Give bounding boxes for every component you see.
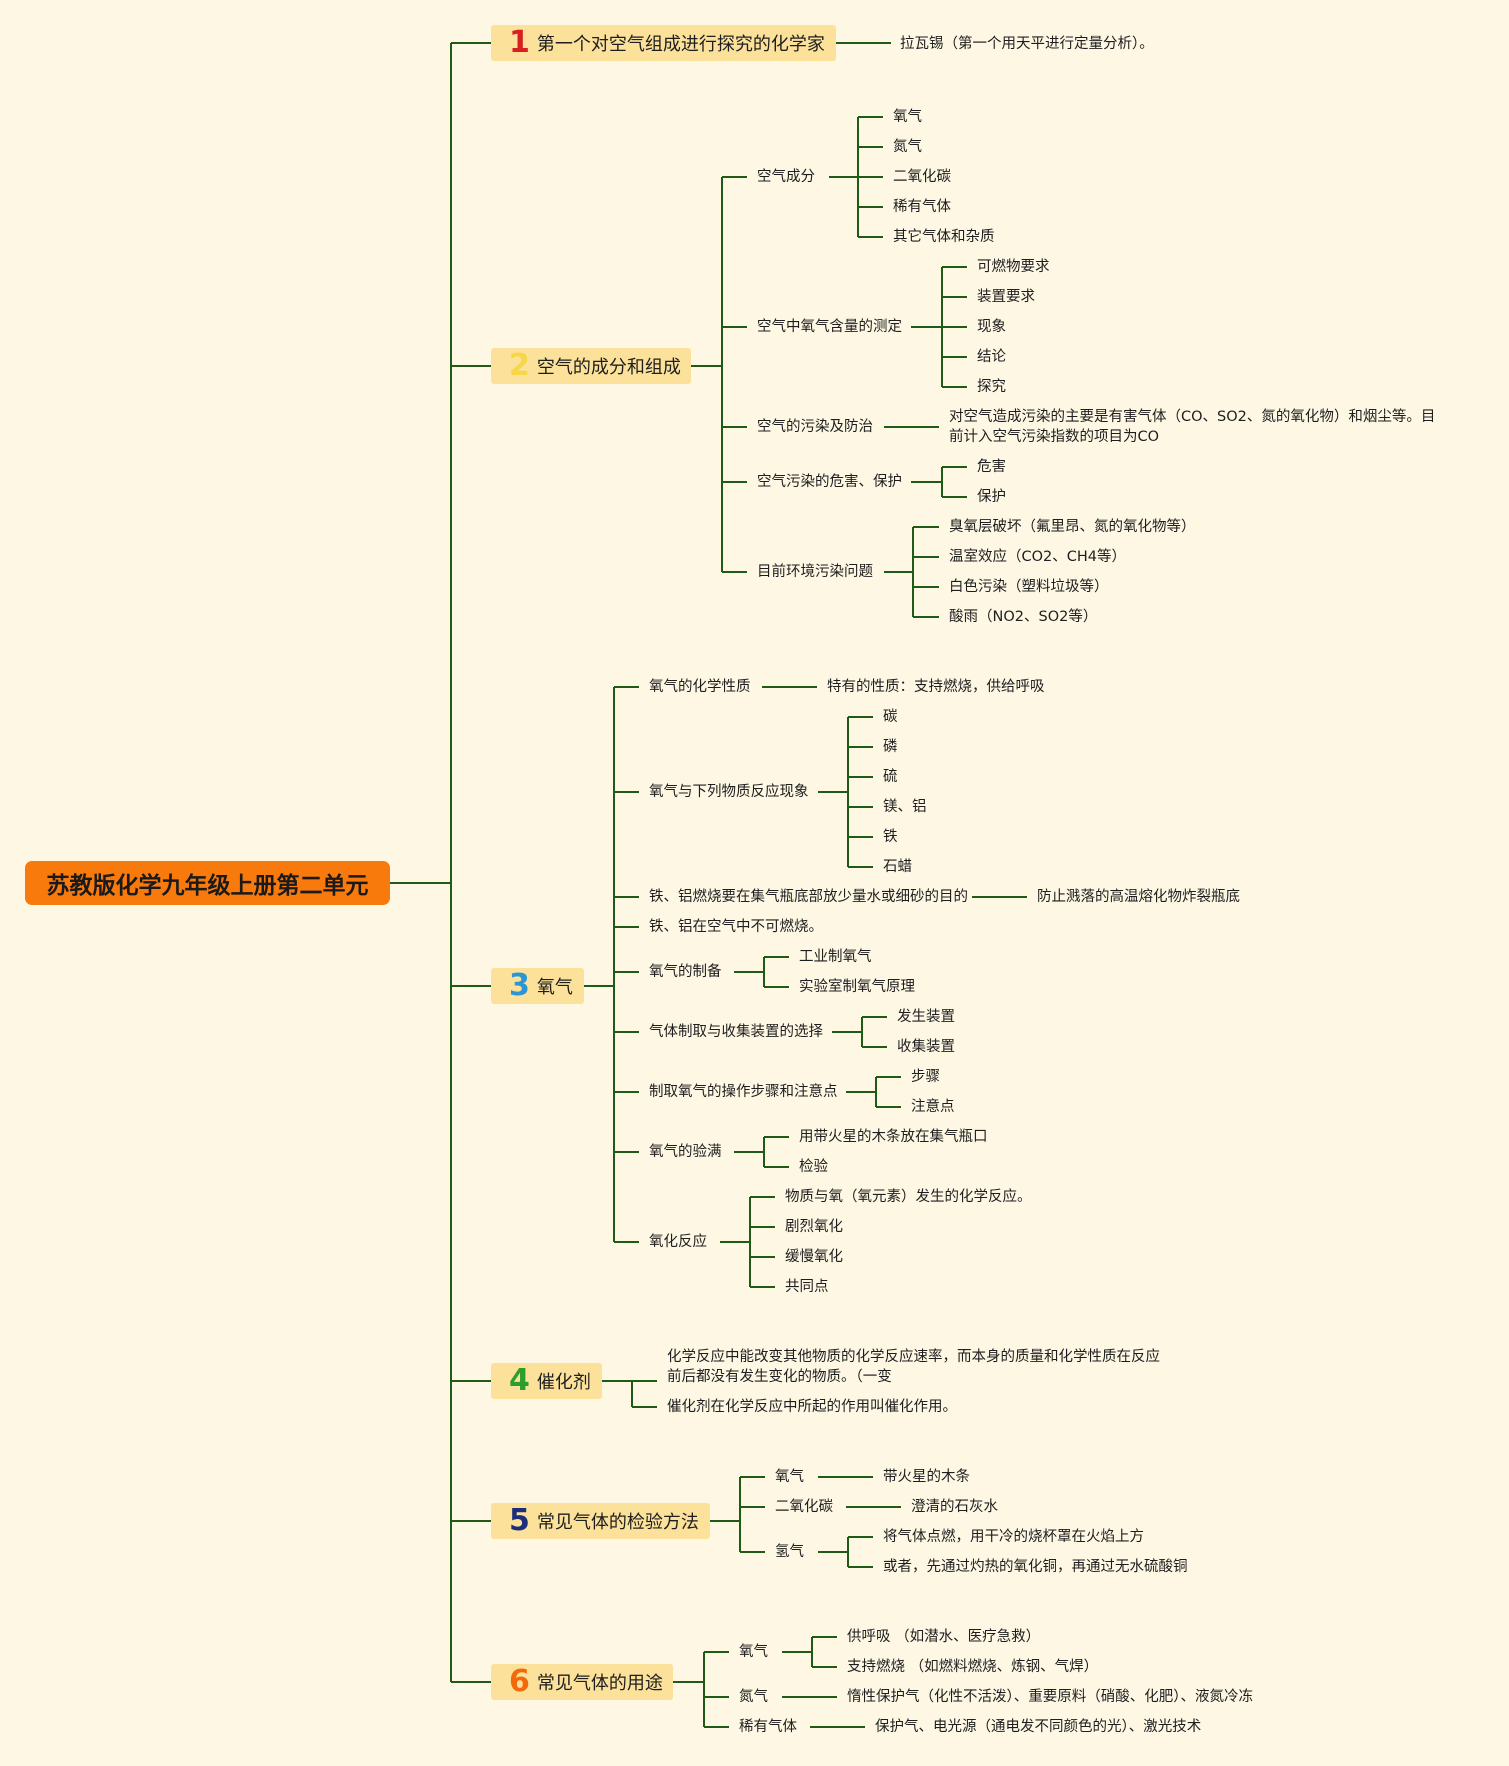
s2-e-item: 酸雨（NO2、SO2等） [949,609,1098,625]
s2-d-item: 危害 [977,459,1006,475]
root-node[interactable]: 苏教版化学九年级上册第二单元 [25,861,390,905]
s3-reaction-phenomena: 氧气与下列物质反应现象 [649,784,809,800]
s2-air-composition: 空气成分 [757,169,815,185]
s3-b-item: 硫 [883,769,898,785]
s3-b-item: 镁、铝 [883,799,927,815]
s5-hydrogen: 氢气 [775,1544,804,1560]
s4-definition: 化学反应中能改变其他物质的化学反应速率，而本身的质量和化学性质在反应前后都没有发… [667,1349,1160,1385]
s3-b-item: 磷 [883,739,898,755]
s6-c-text: 保护气、电光源（通电发不同颜色的光）、激光技术 [875,1719,1202,1735]
section-5[interactable]: 5 常见气体的检验方法 [491,1503,710,1539]
s3-chemical-properties: 氧气的化学性质 [649,679,751,695]
s5-c-item: 或者，先通过灼热的氧化铜，再通过无水硫酸铜 [883,1559,1188,1575]
s5-a-text: 带火星的木条 [883,1469,970,1485]
s2-d-item: 保护 [977,489,1006,505]
s3-full-check: 氧气的验满 [649,1144,722,1160]
s2-pollution-harm: 空气污染的危害、保护 [757,474,902,490]
s6-a-item: 供呼吸 （如潜水、医疗急救） [847,1629,1041,1645]
s3-b-item: 石蜡 [883,859,912,875]
section-3-label: 氧气 [536,977,573,998]
s2-b-item: 装置要求 [977,289,1035,305]
section-5-number: 5 [509,1503,530,1538]
s4-catalysis: 催化剂在化学反应中所起的作用叫催化作用。 [667,1399,957,1415]
s2-a-item: 二氧化碳 [893,169,951,185]
section-4-number: 4 [509,1363,530,1398]
s3-i-item: 共同点 [785,1279,829,1295]
s3-b-item: 铁 [883,829,898,845]
section-6-label: 常见气体的用途 [536,1673,663,1694]
s6-oxygen: 氧气 [739,1644,768,1660]
s3-i-item: 缓慢氧化 [785,1249,843,1265]
s3-h-item: 用带火星的木条放在集气瓶口 [799,1129,988,1145]
s5-oxygen: 氧气 [775,1469,804,1485]
s6-noble-gases: 稀有气体 [739,1719,797,1735]
s2-b-item: 探究 [977,379,1006,395]
s2-a-item: 氧气 [893,109,922,125]
s3-not-burn-in-air: 铁、铝在空气中不可燃烧。 [649,919,823,935]
section-1-label: 第一个对空气组成进行探究的化学家 [536,34,825,55]
section-2-number: 2 [509,348,530,383]
s3-oxygen-preparation: 氧气的制备 [649,964,722,980]
s3-i-item: 剧烈氧化 [785,1219,843,1235]
s2-b-item: 现象 [977,319,1006,335]
s3-g-item: 注意点 [911,1099,955,1115]
s1-lavoisier: 拉瓦锡（第一个用天平进行定量分析）。 [900,36,1154,52]
s3-iron-aluminum-purpose: 铁、铝燃烧要在集气瓶底部放少量水或细砂的目的 [649,889,968,905]
section-5-label: 常见气体的检验方法 [536,1512,699,1533]
s3-a-text: 特有的性质：支持燃烧，供给呼吸 [827,679,1045,695]
s3-steps-notes: 制取氧气的操作步骤和注意点 [649,1084,838,1100]
section-4-label: 催化剂 [536,1372,591,1393]
section-3[interactable]: 3 氧气 [491,968,584,1004]
section-3-number: 3 [509,968,530,1003]
s6-b-text: 惰性保护气（化性不活泼）、重要原料（硝酸、化肥）、液氮冷冻 [847,1689,1253,1705]
s5-co2: 二氧化碳 [775,1499,833,1515]
s2-pollution-prevention: 空气的污染及防治 [757,419,873,435]
s6-a-item: 支持燃烧 （如燃料燃烧、炼钢、气焊） [847,1659,1099,1675]
s3-apparatus-selection: 气体制取与收集装置的选择 [649,1024,823,1040]
s3-h-item: 检验 [799,1159,828,1175]
s2-oxygen-measurement: 空气中氧气含量的测定 [757,319,902,335]
s2-e-item: 臭氧层破坏（氟里昂、氮的氧化物等） [949,519,1196,535]
s2-a-item: 稀有气体 [893,199,951,215]
s3-e-item: 工业制氧气 [799,949,872,965]
s3-f-item: 收集装置 [897,1039,955,1055]
s2-a-item: 其它气体和杂质 [893,229,995,245]
section-6-number: 6 [509,1664,530,1699]
s5-b-text: 澄清的石灰水 [911,1499,998,1515]
s3-b-item: 碳 [883,709,898,725]
s6-nitrogen: 氮气 [739,1689,768,1705]
s2-environment-issues: 目前环境污染问题 [757,564,873,580]
section-1-number: 1 [509,25,530,60]
section-4[interactable]: 4 催化剂 [491,1363,602,1399]
s2-b-item: 可燃物要求 [977,259,1050,275]
s5-c-item: 将气体点燃，用干冷的烧杯罩在火焰上方 [883,1529,1144,1545]
s3-g-item: 步骤 [911,1069,940,1085]
section-6[interactable]: 6 常见气体的用途 [491,1664,673,1700]
s2-e-item: 白色污染（塑料垃圾等） [949,579,1109,595]
s2-a-item: 氮气 [893,139,922,155]
s2-pollution-text: 对空气造成污染的主要是有害气体（CO、SO2、氮的氧化物）和烟尘等。目前计入空气… [949,409,1436,445]
s3-oxidation: 氧化反应 [649,1234,707,1250]
section-2-label: 空气的成分和组成 [536,357,681,378]
s2-b-item: 结论 [977,349,1006,365]
s3-i-item: 物质与氧（氧元素）发生的化学反应。 [785,1189,1032,1205]
s3-c-text: 防止溅落的高温熔化物炸裂瓶底 [1037,889,1240,905]
section-2[interactable]: 2 空气的成分和组成 [491,348,691,384]
s3-e-item: 实验室制氧气原理 [799,979,915,995]
s3-f-item: 发生装置 [897,1009,955,1025]
section-1[interactable]: 1 第一个对空气组成进行探究的化学家 [491,25,836,61]
s2-e-item: 温室效应（CO2、CH4等） [949,549,1127,565]
